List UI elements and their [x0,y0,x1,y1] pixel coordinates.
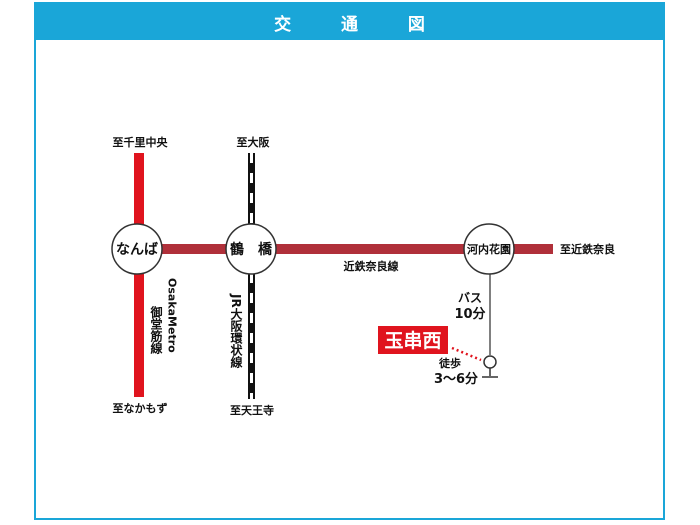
destination-box: 玉串西 [378,326,448,354]
to-tennoji-label: 至天王寺 [230,403,274,417]
to-nakamozu-label: 至なかもず [113,401,168,415]
kintetsu-nara-line-label: 近鉄奈良線 [344,259,399,273]
station-tsuruhashi: 鶴 橋 [225,223,277,275]
to-senri-chuo-label: 至千里中央 [113,135,169,149]
kintetsu-nara-line [138,244,553,254]
walk-route-line [451,346,482,362]
osaka-metro-label: OsakaMetro [166,278,179,353]
bus-label: バス [458,291,482,305]
station-kawachi-hanazono: 河内花園 [463,223,515,275]
station-tsuruhashi-label: 鶴 橋 [230,241,273,258]
destination-label: 玉串西 [384,330,441,352]
to-kintetsu-nara-label: 至近鉄奈良 [560,242,615,256]
station-kawachi-hanazono-label: 河内花園 [467,242,511,256]
midosuji-line [134,153,144,397]
station-namba: なんば [111,223,163,275]
walk-label: 徒歩 [438,356,461,370]
walk-time-label: 3〜6分 [434,371,478,387]
midosuji-line-label: 御堂筋線 [149,305,163,355]
page-title: 交 通 図 [36,4,663,40]
bus-time-label: 10分 [454,306,485,322]
station-namba-label: なんば [116,242,158,258]
bus-stop-icon [482,355,498,378]
to-osaka-label: 至大阪 [237,135,271,149]
jr-loop-line-label: JR大阪環状線 [229,293,243,368]
